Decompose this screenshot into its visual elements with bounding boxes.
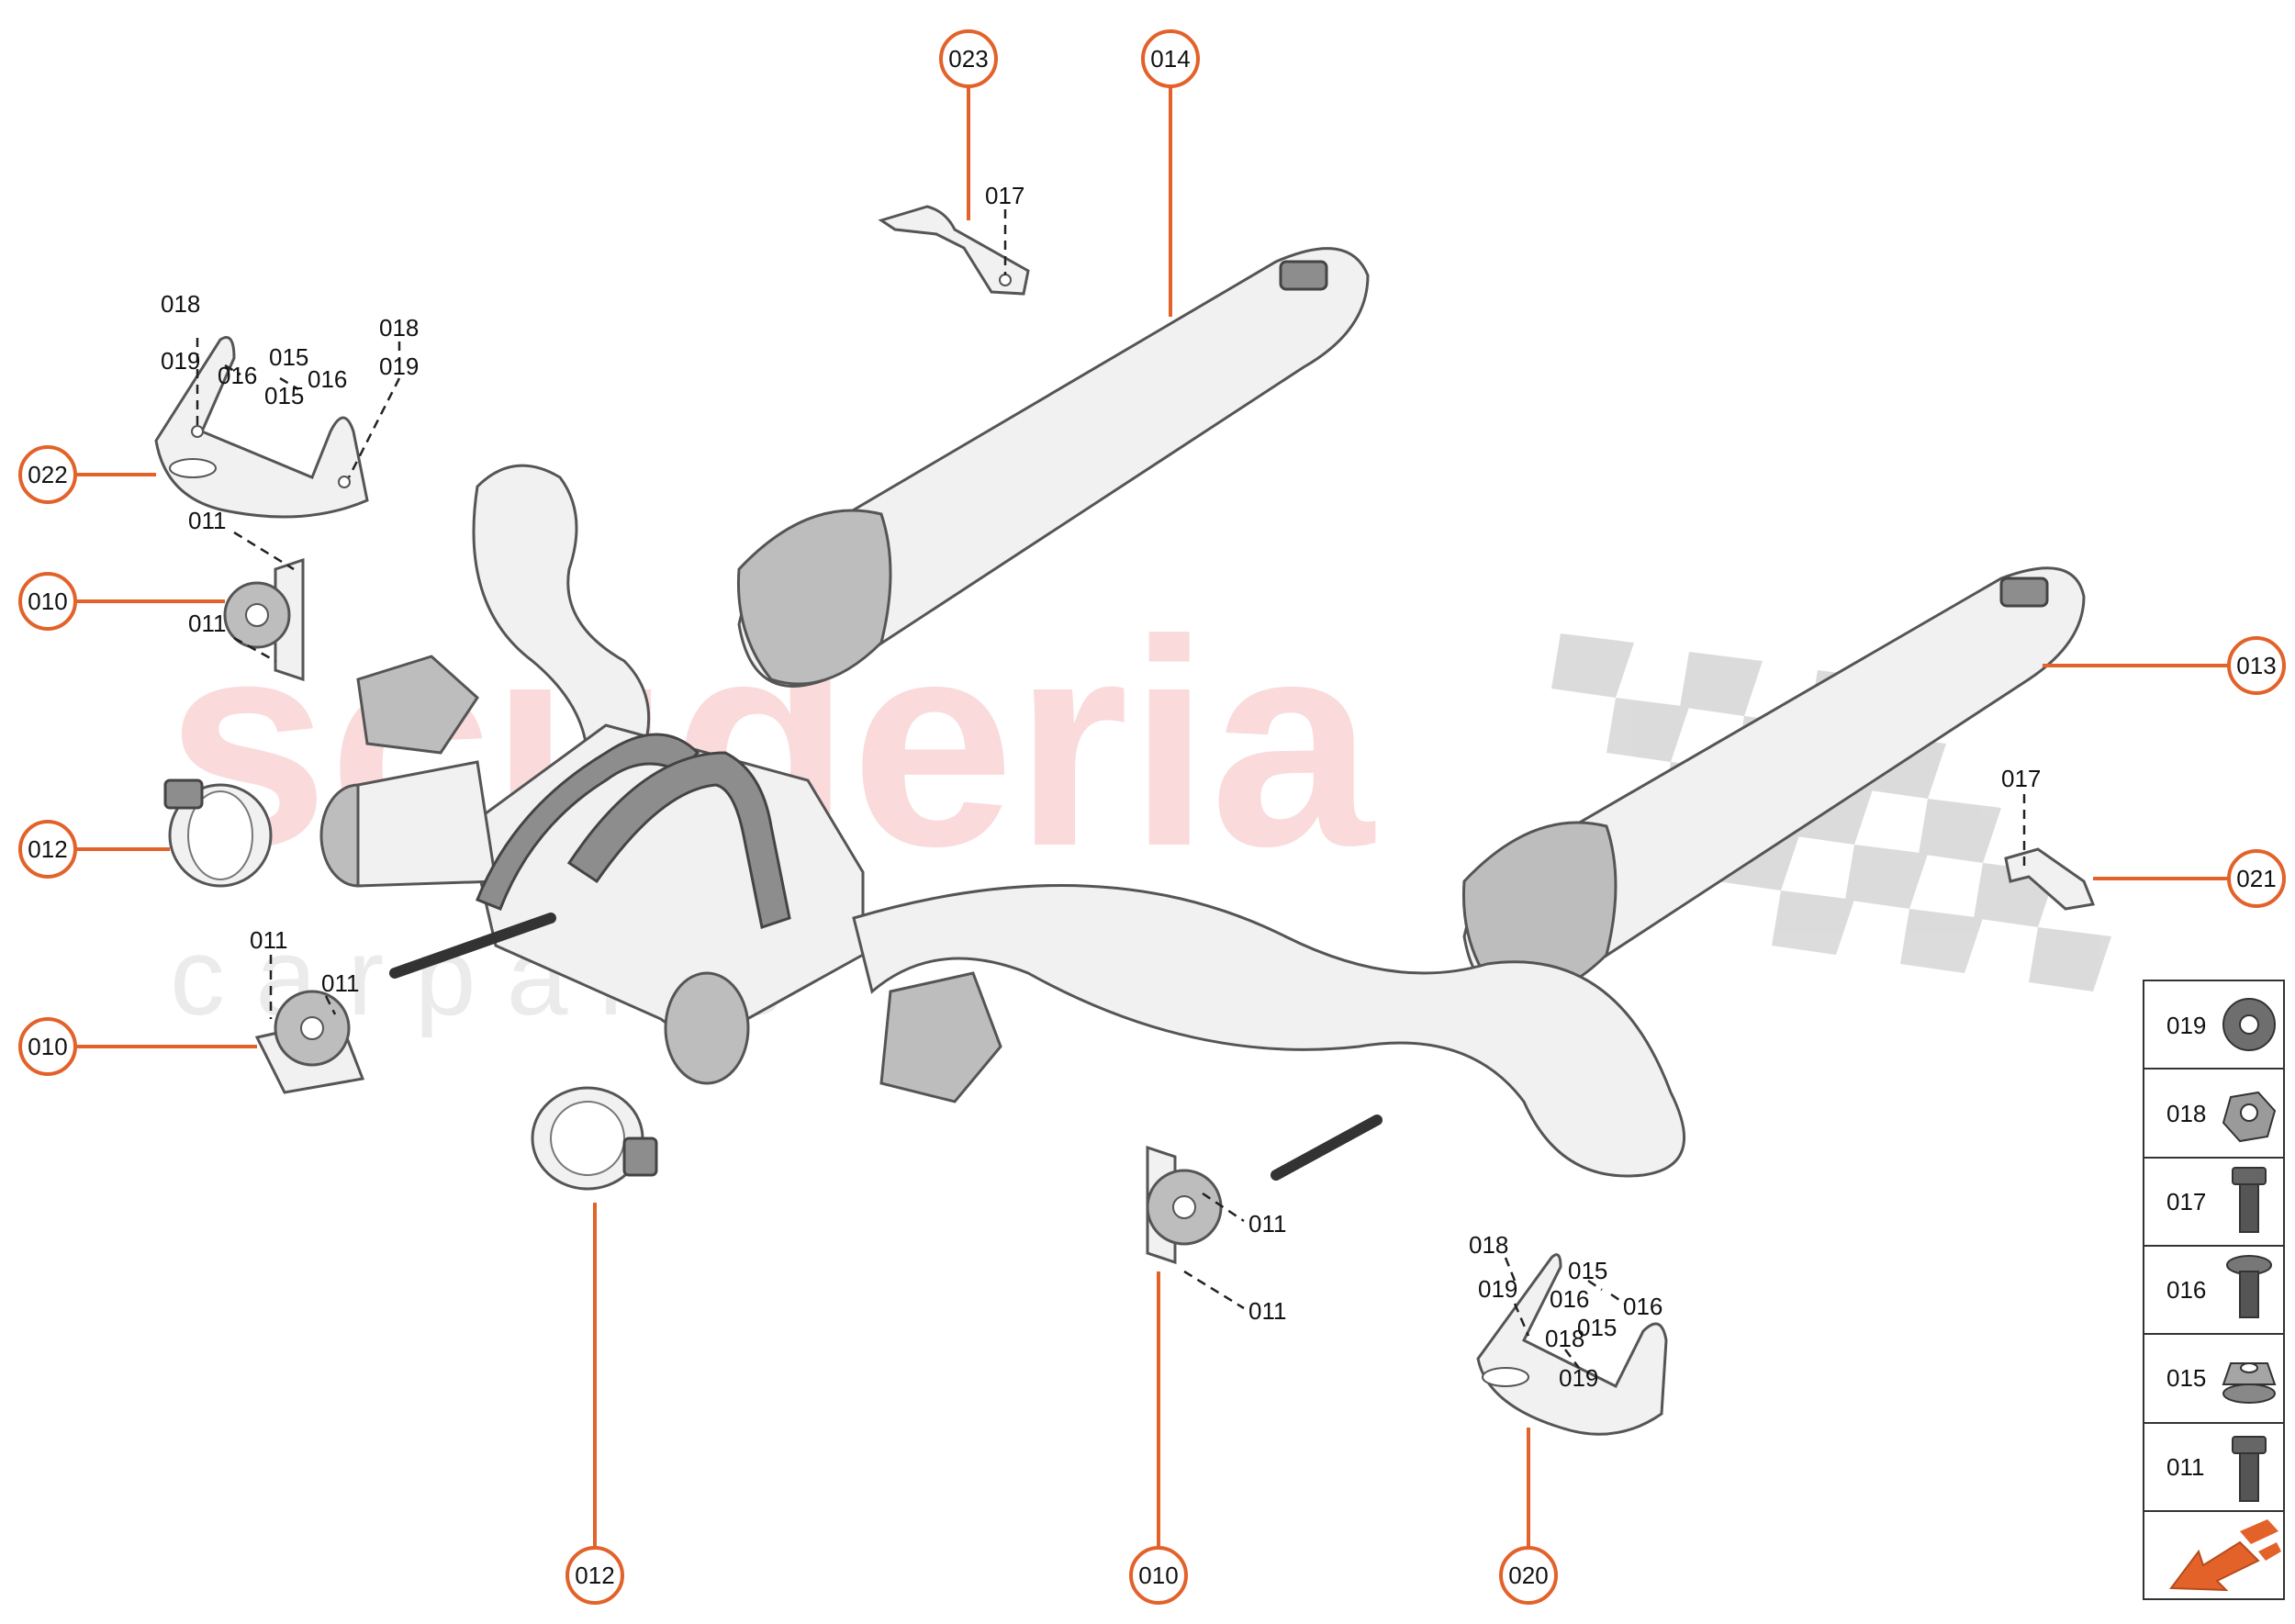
mount-010-b <box>254 990 365 1094</box>
shield-mount-pad <box>1999 577 2049 608</box>
legend-code: 017 <box>2166 1188 2206 1215</box>
fastener-label: 016 <box>308 365 347 393</box>
callout-label: 022 <box>28 461 67 488</box>
callout-label: 014 <box>1150 45 1190 73</box>
mount-010-a <box>223 557 305 682</box>
flange-nut-icon <box>2222 1362 2277 1404</box>
fastener-label: 016 <box>1550 1285 1589 1313</box>
direction-arrow-icon <box>2169 1519 2281 1592</box>
heat-shield-upper <box>736 247 1370 688</box>
callout-label: 023 <box>948 45 988 73</box>
callout-021[interactable]: 021 <box>2227 849 2286 908</box>
legend-row-019: 019 <box>2166 998 2276 1051</box>
shield-mount-pad <box>1279 260 1328 291</box>
legend-code: 018 <box>2166 1100 2206 1127</box>
fastener-dash-lines <box>196 209 2026 1369</box>
flange-screw-icon <box>2226 1255 2272 1318</box>
fastener-label: 011 <box>188 610 226 637</box>
fastener-label: 011 <box>188 507 226 534</box>
clamp-012-b <box>531 1086 658 1191</box>
callout-leaders <box>73 87 2231 1547</box>
fastener-label: 018 <box>161 290 200 318</box>
callout-014[interactable]: 014 <box>1141 29 1200 88</box>
callout-label: 012 <box>28 835 67 863</box>
fastener-label: 011 <box>250 926 287 954</box>
fastener-label: 019 <box>1478 1275 1517 1303</box>
callout-label: 012 <box>575 1562 614 1589</box>
callout-label: 021 <box>2236 865 2276 892</box>
legend-row-018: 018 <box>2166 1091 2277 1143</box>
fastener-label: 015 <box>264 382 304 409</box>
callout-022[interactable]: 022 <box>18 445 77 504</box>
fastener-label: 017 <box>2001 765 2041 792</box>
bolt-icon <box>2232 1167 2267 1233</box>
callout-010-c[interactable]: 010 <box>1129 1546 1188 1605</box>
fastener-label: 018 <box>379 314 419 342</box>
fastener-label: 016 <box>1623 1293 1662 1320</box>
callout-010-a[interactable]: 010 <box>18 572 77 631</box>
callout-012-b[interactable]: 012 <box>565 1546 624 1605</box>
fastener-label: 018 <box>1545 1325 1584 1352</box>
callout-label: 020 <box>1508 1562 1548 1589</box>
washer-icon <box>2222 998 2276 1051</box>
fastener-legend: 019 018 017 016 <box>2143 980 2285 1600</box>
fastener-label: 019 <box>1559 1364 1598 1392</box>
legend-code: 015 <box>2166 1364 2206 1392</box>
fastener-label: 019 <box>379 353 419 380</box>
legend-row-016: 016 <box>2166 1255 2272 1318</box>
bracket-023 <box>878 205 1030 296</box>
mount-010-c <box>1146 1145 1223 1265</box>
legend-code: 019 <box>2166 1012 2206 1039</box>
legend-row-017: 017 <box>2166 1167 2267 1233</box>
callout-020[interactable]: 020 <box>1499 1546 1558 1605</box>
legend-code: 016 <box>2166 1276 2206 1304</box>
bracket-020 <box>1476 1253 1668 1436</box>
callout-013[interactable]: 013 <box>2227 636 2286 695</box>
legend-code: 011 <box>2166 1453 2204 1481</box>
nut-icon <box>2222 1091 2277 1143</box>
callout-023[interactable]: 023 <box>939 29 998 88</box>
fastener-label: 011 <box>1248 1297 1286 1325</box>
fastener-label: 015 <box>1577 1314 1617 1341</box>
callout-label: 010 <box>28 588 67 615</box>
heat-shield-lower <box>1461 566 2086 1000</box>
fastener-labels: 017 018 019 016 015 015 016 018 019 011 … <box>161 182 2041 1392</box>
legend-row-015: 015 <box>2166 1362 2277 1404</box>
callout-label: 010 <box>1138 1562 1178 1589</box>
callout-010-b[interactable]: 010 <box>18 1017 77 1076</box>
fastener-label: 011 <box>1248 1210 1286 1238</box>
fastener-label: 016 <box>218 362 257 389</box>
clamp-012-a <box>163 778 273 888</box>
fastener-label: 018 <box>1469 1231 1508 1259</box>
callout-label: 010 <box>28 1033 67 1060</box>
callout-012-a[interactable]: 012 <box>18 820 77 879</box>
bracket-022 <box>154 336 369 519</box>
fastener-label: 017 <box>985 182 1024 209</box>
callout-label: 013 <box>2236 652 2276 679</box>
bolt-icon <box>2232 1436 2267 1502</box>
fastener-label: 011 <box>321 969 359 997</box>
fastener-label: 015 <box>1568 1257 1607 1284</box>
fastener-label: 019 <box>161 347 200 375</box>
legend-row-011: 011 <box>2166 1436 2267 1502</box>
fastener-label: 015 <box>269 343 308 371</box>
bracket-021 <box>2004 847 2096 911</box>
muffler-assembly <box>319 464 1685 1181</box>
